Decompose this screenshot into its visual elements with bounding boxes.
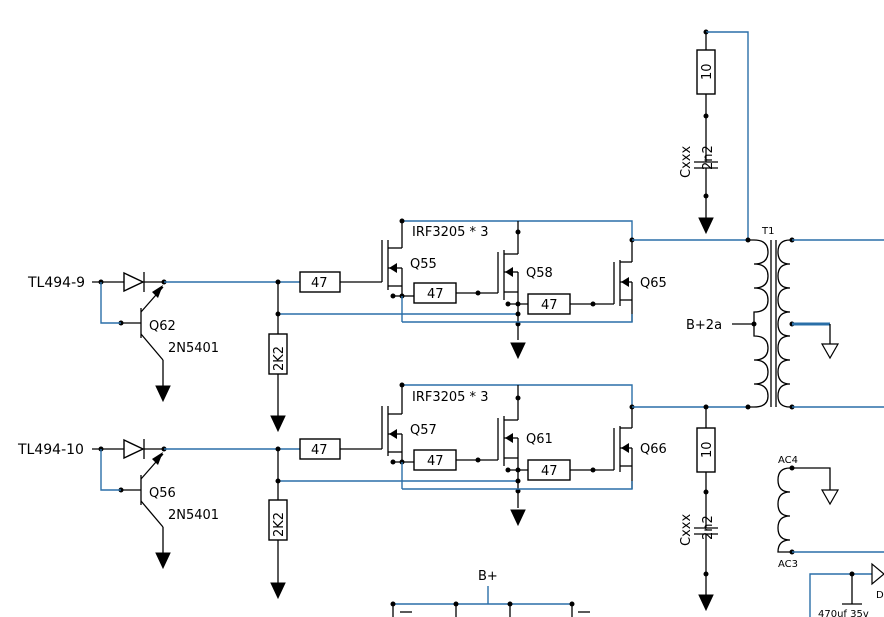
- ground-q62: [155, 385, 171, 403]
- resistor-2k2-bottom-label: 2K2: [272, 512, 287, 537]
- transformer-label: T1: [761, 226, 774, 237]
- mosfet-q57: [362, 406, 405, 465]
- cap-cxxx-bottom-label: Cxxx: [679, 514, 694, 546]
- q56-label: Q56: [149, 486, 176, 501]
- mosfet-q66: [619, 404, 635, 489]
- ground-snubber-top: [698, 217, 714, 235]
- input-label-tl494-9: TL494-9: [27, 275, 85, 291]
- cap-2n2-top-label: 2n2: [701, 145, 716, 170]
- resistor-2k2-top-label: 2K2: [272, 346, 287, 371]
- bplus-label: B+: [478, 569, 498, 584]
- ac4-label: AC4: [778, 455, 798, 466]
- channel-bottom: TL494-10 Q56 2N5401 47 2K2: [17, 382, 748, 600]
- ground-secondary-top: [820, 343, 840, 360]
- ground-2k2-bottom: [270, 582, 286, 600]
- resistor-10-top-label: 10: [700, 63, 715, 80]
- mosfet-group-bottom: IRF3205 * 3: [412, 390, 488, 405]
- resistor-47-bottom-a-label: 47: [427, 454, 444, 469]
- resistor-10-bottom-label: 10: [700, 441, 715, 458]
- cap-cxxx-top-label: Cxxx: [679, 146, 694, 178]
- mosfet-q55: [362, 240, 405, 299]
- mosfet-group-top: IRF3205 * 3: [412, 225, 488, 240]
- ground-snubber-bottom: [698, 594, 714, 612]
- channel-top: TL494-9 Q62 2N5401 47 2K2: [27, 218, 748, 433]
- q62-part: 2N5401: [168, 341, 219, 356]
- q61-label: Q61: [526, 432, 553, 447]
- ground-2k2-top: [270, 415, 286, 433]
- input-label-tl494-10: TL494-10: [17, 442, 84, 458]
- q56-part: 2N5401: [168, 508, 219, 523]
- transistor-q56: [118, 452, 164, 553]
- mosfet-q65: [619, 237, 635, 322]
- q65-label: Q65: [640, 276, 667, 291]
- snubber-top: 10 Cxxx 2n2: [679, 29, 749, 240]
- resistor-47-bottom-in-label: 47: [311, 443, 328, 458]
- transformer-t1: T1 B+2a: [686, 226, 884, 410]
- ground-aux: [820, 489, 840, 506]
- ground-mosfet-bottom: [510, 509, 526, 527]
- cap-2n2-bottom-label: 2n2: [701, 515, 716, 540]
- bplus-bus: B+: [390, 569, 590, 617]
- diode-d-label: D: [876, 590, 884, 601]
- q57-label: Q57: [410, 423, 437, 438]
- q58-label: Q58: [526, 266, 553, 281]
- ac3-label: AC3: [778, 559, 798, 570]
- cap-470-label: 470uf 35v: [818, 609, 869, 617]
- mosfet-q61: [503, 385, 521, 508]
- resistor-47-top-b-label: 47: [541, 298, 558, 313]
- transformer-tap-label: B+2a: [686, 318, 722, 333]
- resistor-47-bottom-b-label: 47: [541, 464, 558, 479]
- transistor-q62: [118, 285, 164, 386]
- ground-q56: [155, 552, 171, 570]
- q55-label: Q55: [410, 257, 437, 272]
- q66-label: Q66: [640, 442, 667, 457]
- diode-top: [123, 271, 145, 293]
- snubber-bottom: 10 Cxxx 2n2: [679, 404, 718, 612]
- resistor-47-top-in-label: 47: [311, 276, 328, 291]
- resistor-47-top-a-label: 47: [427, 287, 444, 302]
- ground-mosfet-top: [510, 342, 526, 360]
- q62-label: Q62: [149, 319, 176, 334]
- aux-winding: AC4 AC3 D 470uf 35v: [777, 455, 884, 617]
- diode-bottom: [123, 438, 145, 460]
